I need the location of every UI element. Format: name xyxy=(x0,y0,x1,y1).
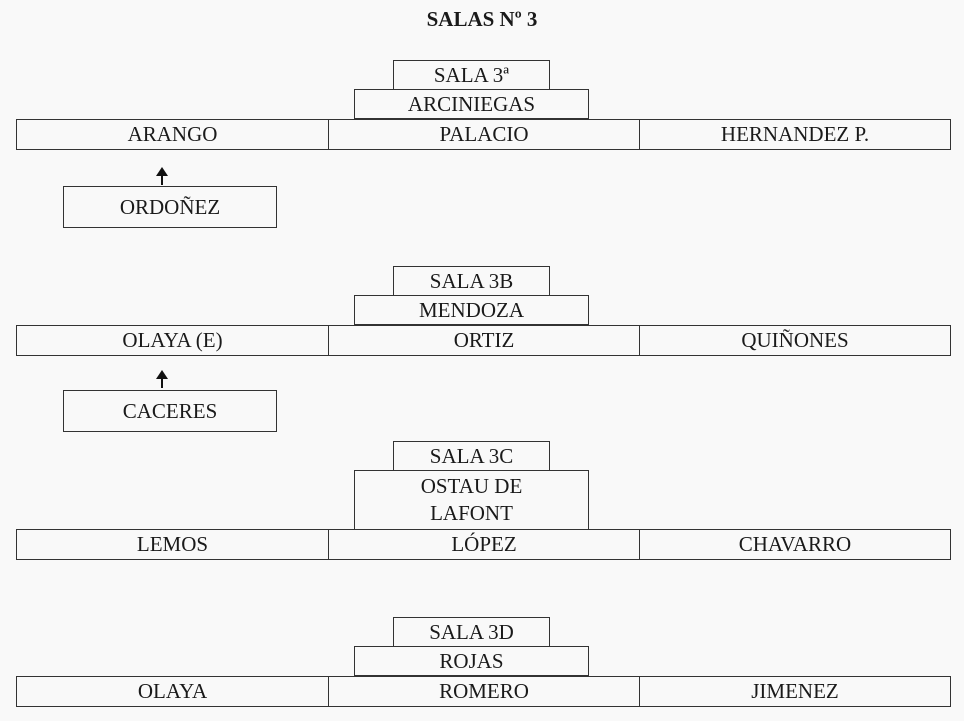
member-box: ORTIZ xyxy=(328,325,640,356)
member-box: ARANGO xyxy=(16,119,329,150)
sala-president: MENDOZA xyxy=(354,295,589,325)
member-box: QUIÑONES xyxy=(639,325,951,356)
arrow-up-icon xyxy=(155,370,169,388)
sala-label: SALA 3B xyxy=(393,266,550,296)
sala-label: SALA 3ª xyxy=(393,60,550,90)
substitute-box: ORDOÑEZ xyxy=(63,186,277,228)
sala-president: ROJAS xyxy=(354,646,589,676)
member-box: LEMOS xyxy=(16,529,329,560)
sala-members-row: OLAYA (E) ORTIZ QUIÑONES xyxy=(16,325,951,356)
substitute-box: CACERES xyxy=(63,390,277,432)
arrow-up-icon xyxy=(155,167,169,185)
member-box: OLAYA xyxy=(16,676,329,707)
member-box: OLAYA (E) xyxy=(16,325,329,356)
member-box: PALACIO xyxy=(328,119,640,150)
member-box: JIMENEZ xyxy=(639,676,951,707)
member-box: ROMERO xyxy=(328,676,640,707)
sala-members-row: ARANGO PALACIO HERNANDEZ P. xyxy=(16,119,951,150)
member-box: HERNANDEZ P. xyxy=(639,119,951,150)
page-title: SALAS Nº 3 xyxy=(426,7,538,31)
sala-label: SALA 3C xyxy=(393,441,550,471)
sala-members-row: LEMOS LÓPEZ CHAVARRO xyxy=(16,529,951,560)
member-box: LÓPEZ xyxy=(328,529,640,560)
sala-members-row: OLAYA ROMERO JIMENEZ xyxy=(16,676,951,707)
member-box: CHAVARRO xyxy=(639,529,951,560)
sala-president: OSTAU DE LAFONT xyxy=(354,470,589,530)
sala-president: ARCINIEGAS xyxy=(354,89,589,119)
sala-label: SALA 3D xyxy=(393,617,550,647)
